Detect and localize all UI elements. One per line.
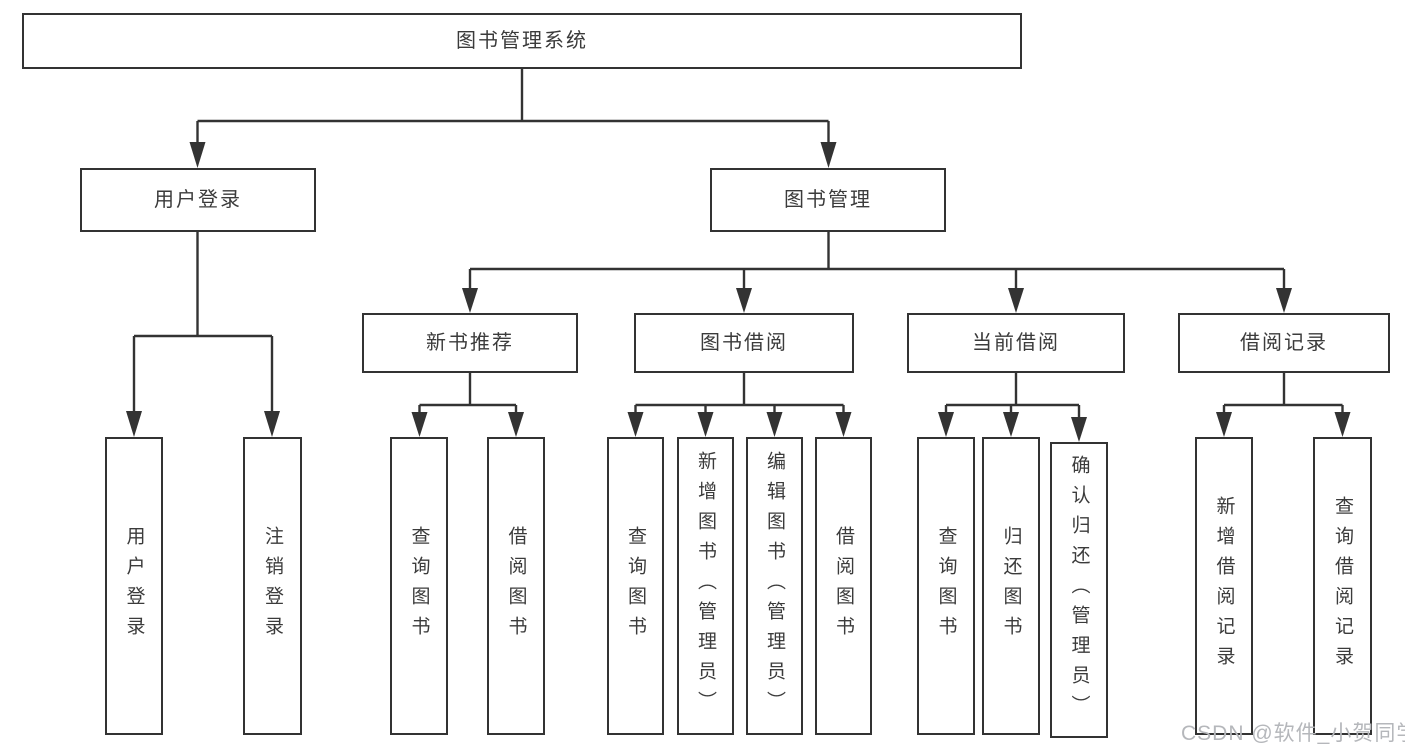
leaf-cb-query-books: 查询图书	[917, 437, 975, 735]
leaf-nb-borrow-books-label: 借阅图书	[505, 526, 527, 646]
leaf-nb-query-books: 查询图书	[390, 437, 448, 735]
leaf-cb-confirm-return-admin: 确认归还（管理员）	[1050, 442, 1108, 738]
node-root-label: 图书管理系统	[456, 30, 588, 52]
connector-current-borrow-to-leaves	[938, 373, 1087, 442]
node-new-book-rec-label: 新书推荐	[426, 332, 514, 354]
node-book-borrow-label: 图书借阅	[700, 332, 788, 354]
leaf-br-add-record: 新增借阅记录	[1195, 437, 1253, 735]
connector-user-login-to-leaves	[126, 232, 280, 437]
leaf-bb-add-books-admin-label: 新增图书（管理员）	[695, 451, 716, 721]
node-user-login: 用户登录	[80, 168, 316, 232]
connector-new-book-rec-to-leaves	[411, 373, 524, 437]
leaf-bb-query-books: 查询图书	[607, 437, 664, 735]
leaf-logout: 注销登录	[243, 437, 302, 735]
node-borrow-records: 借阅记录	[1178, 313, 1390, 373]
csdn-watermark: CSDN @软件_小贺同学	[1181, 722, 1405, 745]
connector-root-to-level2	[189, 68, 837, 168]
node-user-login-label: 用户登录	[154, 189, 242, 211]
connector-book-borrow-to-leaves	[627, 373, 852, 437]
leaf-bb-borrow-books: 借阅图书	[815, 437, 872, 735]
leaf-nb-query-books-label: 查询图书	[408, 526, 430, 646]
leaf-br-query-record-label: 查询借阅记录	[1332, 496, 1353, 676]
node-book-borrow: 图书借阅	[634, 313, 854, 373]
node-new-book-rec: 新书推荐	[362, 313, 578, 373]
leaf-br-query-record: 查询借阅记录	[1313, 437, 1372, 735]
leaf-nb-borrow-books: 借阅图书	[487, 437, 545, 735]
node-book-mgmt-label: 图书管理	[784, 189, 872, 211]
leaf-bb-edit-books-admin: 编辑图书（管理员）	[746, 437, 803, 735]
leaf-logout-label: 注销登录	[262, 526, 283, 646]
leaf-cb-return-books-label: 归还图书	[1000, 526, 1022, 646]
leaf-cb-query-books-label: 查询图书	[935, 526, 957, 646]
node-current-borrow-label: 当前借阅	[972, 332, 1060, 354]
leaf-bb-borrow-books-label: 借阅图书	[833, 526, 854, 646]
leaf-user-login: 用户登录	[105, 437, 163, 735]
node-book-mgmt: 图书管理	[710, 168, 946, 232]
node-root: 图书管理系统	[22, 13, 1022, 69]
leaf-bb-add-books-admin: 新增图书（管理员）	[677, 437, 734, 735]
node-borrow-records-label: 借阅记录	[1240, 332, 1328, 354]
leaf-bb-query-books-label: 查询图书	[625, 526, 646, 646]
leaf-br-add-record-label: 新增借阅记录	[1213, 496, 1235, 676]
connector-borrow-records-to-leaves	[1216, 373, 1351, 437]
leaf-cb-return-books: 归还图书	[982, 437, 1040, 735]
leaf-cb-confirm-return-admin-label: 确认归还（管理员）	[1068, 455, 1090, 725]
leaf-bb-edit-books-admin-label: 编辑图书（管理员）	[764, 451, 785, 721]
connector-book-mgmt-to-level3	[462, 232, 1292, 313]
leaf-user-login-label: 用户登录	[123, 526, 145, 646]
node-current-borrow: 当前借阅	[907, 313, 1125, 373]
